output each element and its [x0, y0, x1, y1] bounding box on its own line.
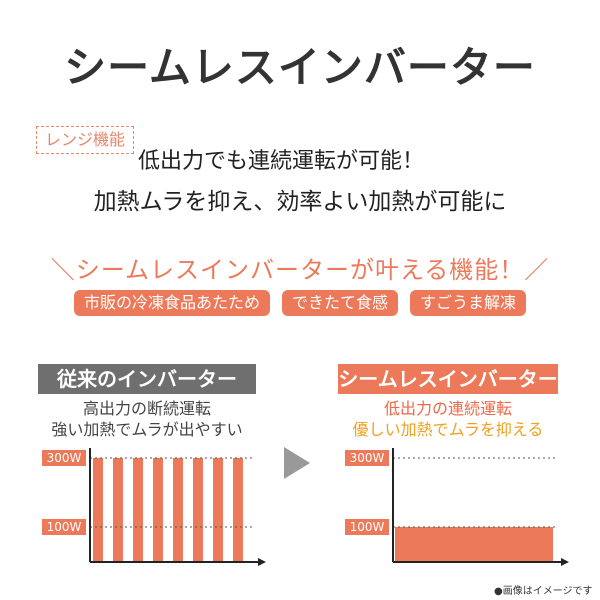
conventional-caption-1: 高出力の断続運転 [82, 399, 211, 418]
tick-label: 300W [350, 451, 385, 465]
seamless-caption-2: 優しい加熱でムラを抑える [352, 420, 544, 439]
description-line-2: 加熱ムラを抑え、効率よい加熱が可能に [93, 189, 507, 215]
feature-pills: 市販の冷凍食品あたため できたて食感 すごうま解凍 [0, 290, 600, 316]
power-bar [213, 458, 223, 562]
tick-label-box [42, 519, 86, 535]
x-axis-arrow-icon [258, 558, 266, 566]
power-bar [133, 458, 143, 562]
seamless-inverter-header: シームレスインバーター [338, 364, 558, 394]
tick-label-box [345, 450, 389, 466]
tick-label: 100W [47, 520, 82, 534]
power-bar [153, 458, 163, 562]
power-area [395, 527, 553, 562]
power-bar [93, 458, 103, 562]
conventional-inverter-header: 従来のインバーター [38, 364, 256, 394]
feature-pill-frozen: 市販の冷凍食品あたため [73, 290, 270, 316]
conventional-caption-2: 強い加熱でムラが出やすい [51, 420, 243, 439]
mode-badge: レンジ機能 [36, 126, 135, 154]
arrow-right-icon [284, 447, 310, 479]
tick-label: 100W [350, 520, 385, 534]
description-line-1: 低出力でも連続運転が可能！ [138, 149, 425, 174]
feature-pill-defrost: すごうま解凍 [410, 290, 527, 316]
feature-slogan: ＼シームレスインバーターが叶える機能！／ [50, 256, 550, 284]
x-axis-arrow-icon [561, 558, 569, 566]
power-bar [193, 458, 203, 562]
page-title: シームレスインバーター [64, 43, 536, 92]
tick-label-box [345, 519, 389, 535]
power-bar [233, 458, 243, 562]
image-note: ●画像はイメージです [494, 586, 593, 597]
power-bar [113, 458, 123, 562]
seamless-caption-1: 低出力の連続運転 [383, 399, 512, 418]
tick-label: 300W [47, 451, 82, 465]
power-bar [173, 458, 183, 562]
tick-label-box [42, 450, 86, 466]
feature-pill-fresh: できたて食感 [281, 290, 398, 316]
